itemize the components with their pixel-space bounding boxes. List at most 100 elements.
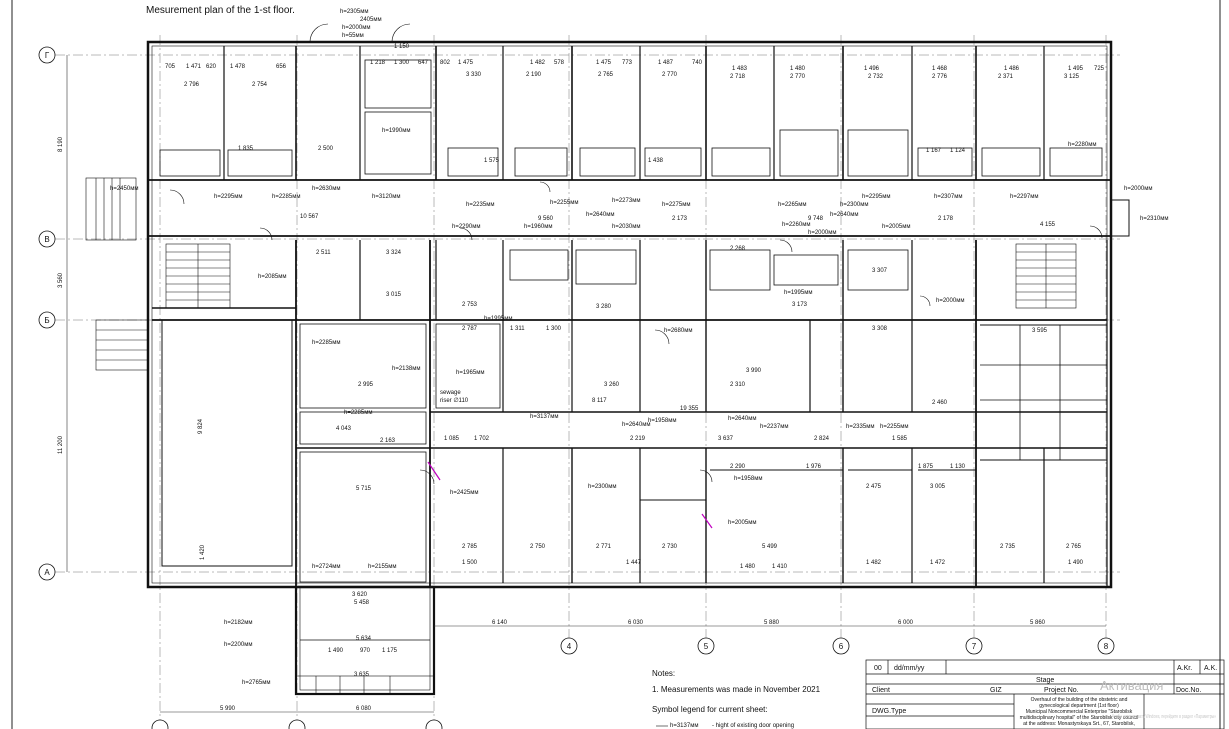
- svg-text:2 735: 2 735: [1000, 544, 1016, 550]
- notes-item-1: 1. Measurements was made in November 202…: [652, 685, 821, 694]
- project-no-label: Project No.: [1044, 687, 1079, 694]
- svg-text:h=1965мм: h=1965мм: [456, 370, 484, 376]
- svg-text:h=2305мм: h=2305мм: [340, 9, 368, 15]
- svg-text:1 471: 1 471: [186, 64, 202, 70]
- svg-text:h=2005мм: h=2005мм: [728, 520, 756, 526]
- svg-text:1 496: 1 496: [864, 66, 880, 72]
- svg-text:h=2273мм: h=2273мм: [612, 198, 640, 204]
- col-axis-markers: 4 5 6 7 8: [151, 637, 1115, 729]
- svg-text:2 500: 2 500: [318, 146, 334, 152]
- svg-text:2 776: 2 776: [932, 74, 948, 80]
- svg-text:3 307: 3 307: [872, 268, 888, 274]
- svg-text:1 482: 1 482: [866, 560, 882, 566]
- svg-text:h=2295мм: h=2295мм: [214, 194, 242, 200]
- svg-text:6 030: 6 030: [628, 620, 644, 626]
- svg-text:705: 705: [165, 64, 176, 70]
- svg-text:h=2265мм: h=2265мм: [778, 202, 806, 208]
- svg-text:3 324: 3 324: [386, 250, 402, 256]
- svg-text:h=2237мм: h=2237мм: [760, 424, 788, 430]
- svg-text:2 163: 2 163: [380, 438, 396, 444]
- row-axis-markers: Г В Б А: [38, 46, 56, 581]
- row-axis-label: В: [44, 235, 49, 244]
- svg-text:3 005: 3 005: [930, 484, 946, 490]
- activation-watermark-title: Активация: [1100, 678, 1163, 693]
- svg-text:8 190: 8 190: [58, 136, 64, 152]
- svg-text:1 835: 1 835: [238, 146, 254, 152]
- svg-text:1 482: 1 482: [530, 60, 546, 66]
- row-axis-label: Г: [45, 51, 50, 60]
- symbol-legend-label: h=3137мм: [670, 723, 698, 729]
- door-height-notes: h=2305мм 2405мм h=2000мм h=55мм h=1990мм…: [110, 9, 1168, 686]
- svg-text:h=2000мм: h=2000мм: [342, 25, 370, 31]
- top-room-widths: 2 796 2 754 3 330 2 190 2 765 2 770 2 71…: [184, 72, 1080, 88]
- svg-text:3 260: 3 260: [604, 382, 620, 388]
- svg-text:2 995: 2 995: [358, 382, 374, 388]
- svg-text:2 754: 2 754: [252, 82, 268, 88]
- svg-text:2 178: 2 178: [938, 216, 954, 222]
- door-swings: [169, 23, 1103, 485]
- svg-text:3 015: 3 015: [386, 292, 402, 298]
- svg-text:1 300: 1 300: [546, 326, 562, 332]
- svg-text:19 355: 19 355: [680, 406, 699, 412]
- svg-text:4 155: 4 155: [1040, 222, 1056, 228]
- svg-text:1 085: 1 085: [444, 436, 460, 442]
- svg-text:2 310: 2 310: [730, 382, 746, 388]
- svg-text:2 824: 2 824: [814, 436, 830, 442]
- svg-text:6 080: 6 080: [356, 706, 372, 712]
- svg-text:h=2335мм: h=2335мм: [846, 424, 874, 430]
- dwg-type-label: DWG.Type: [872, 708, 906, 715]
- svg-text:h=2275мм: h=2275мм: [662, 202, 690, 208]
- svg-text:1 480: 1 480: [740, 564, 756, 570]
- svg-text:h=2285мм: h=2285мм: [344, 410, 372, 416]
- svg-text:5 990: 5 990: [220, 706, 236, 712]
- svg-text:h=2300мм: h=2300мм: [588, 484, 616, 490]
- client-label: Client: [872, 687, 890, 694]
- revision: 00: [874, 665, 882, 672]
- svg-text:2 730: 2 730: [662, 544, 678, 550]
- svg-text:1 175: 1 175: [382, 648, 398, 654]
- svg-text:2405мм: 2405мм: [360, 17, 382, 23]
- activation-watermark-body: Чтобы активировать Windows, перейдите в …: [1112, 713, 1216, 720]
- svg-text:620: 620: [206, 64, 217, 70]
- svg-text:h=1995мм: h=1995мм: [784, 290, 812, 296]
- bottom-overall-dimensions: 6 140 6 030 5 880 6 000 5 860 5 990 6 08…: [160, 620, 1106, 713]
- top-dimension-row: 705 1 471 620 1 478 656 1 218 1 300 647 …: [165, 60, 1105, 72]
- svg-text:9 748: 9 748: [808, 216, 824, 222]
- svg-text:1 487: 1 487: [658, 60, 674, 66]
- row-axis-label: Б: [44, 316, 49, 325]
- row-axis-label: А: [44, 568, 50, 577]
- svg-text:8 117: 8 117: [592, 398, 607, 404]
- svg-text:5 458: 5 458: [354, 600, 370, 606]
- svg-text:h=1958мм: h=1958мм: [734, 476, 762, 482]
- svg-text:h=1990мм: h=1990мм: [382, 128, 410, 134]
- svg-text:1 486: 1 486: [1004, 66, 1020, 72]
- svg-text:5 634: 5 634: [356, 636, 372, 642]
- svg-text:2 787: 2 787: [462, 326, 478, 332]
- svg-text:2 765: 2 765: [598, 72, 614, 78]
- svg-text:h=2285мм: h=2285мм: [272, 194, 300, 200]
- left-overall-dimensions: 8 190 3 560 11 200: [58, 55, 68, 572]
- svg-text:h=2450мм: h=2450мм: [110, 186, 138, 192]
- svg-text:1 585: 1 585: [892, 436, 908, 442]
- svg-text:2 770: 2 770: [790, 74, 806, 80]
- author-a-kr: A.Kr.: [1177, 665, 1192, 672]
- project-desc-5: at the address: Monastyrskaya Srt., 67, …: [1023, 721, 1135, 727]
- svg-text:9 560: 9 560: [538, 216, 554, 222]
- svg-text:3 620: 3 620: [352, 592, 368, 598]
- corridor-dimensions: 10 567 9 560 2 173 9 748 2 178 4 155 19 …: [300, 214, 1082, 550]
- svg-text:h=2297мм: h=2297мм: [1010, 194, 1038, 200]
- svg-text:3 595: 3 595: [1032, 328, 1048, 334]
- svg-text:10 567: 10 567: [300, 214, 319, 220]
- svg-text:3 635: 3 635: [354, 672, 370, 678]
- svg-text:2 718: 2 718: [730, 74, 746, 80]
- svg-text:h=2155мм: h=2155мм: [368, 564, 396, 570]
- svg-text:3 990: 3 990: [746, 368, 762, 374]
- svg-text:h=2640мм: h=2640мм: [728, 416, 756, 422]
- svg-text:h=3120мм: h=3120мм: [372, 194, 400, 200]
- svg-text:h=2005мм: h=2005мм: [882, 224, 910, 230]
- svg-text:h=2295мм: h=2295мм: [862, 194, 890, 200]
- svg-text:1 490: 1 490: [1068, 560, 1084, 566]
- svg-text:h=2285мм: h=2285мм: [312, 340, 340, 346]
- svg-text:3 560: 3 560: [58, 272, 64, 288]
- col-axis-label: 5: [704, 642, 709, 651]
